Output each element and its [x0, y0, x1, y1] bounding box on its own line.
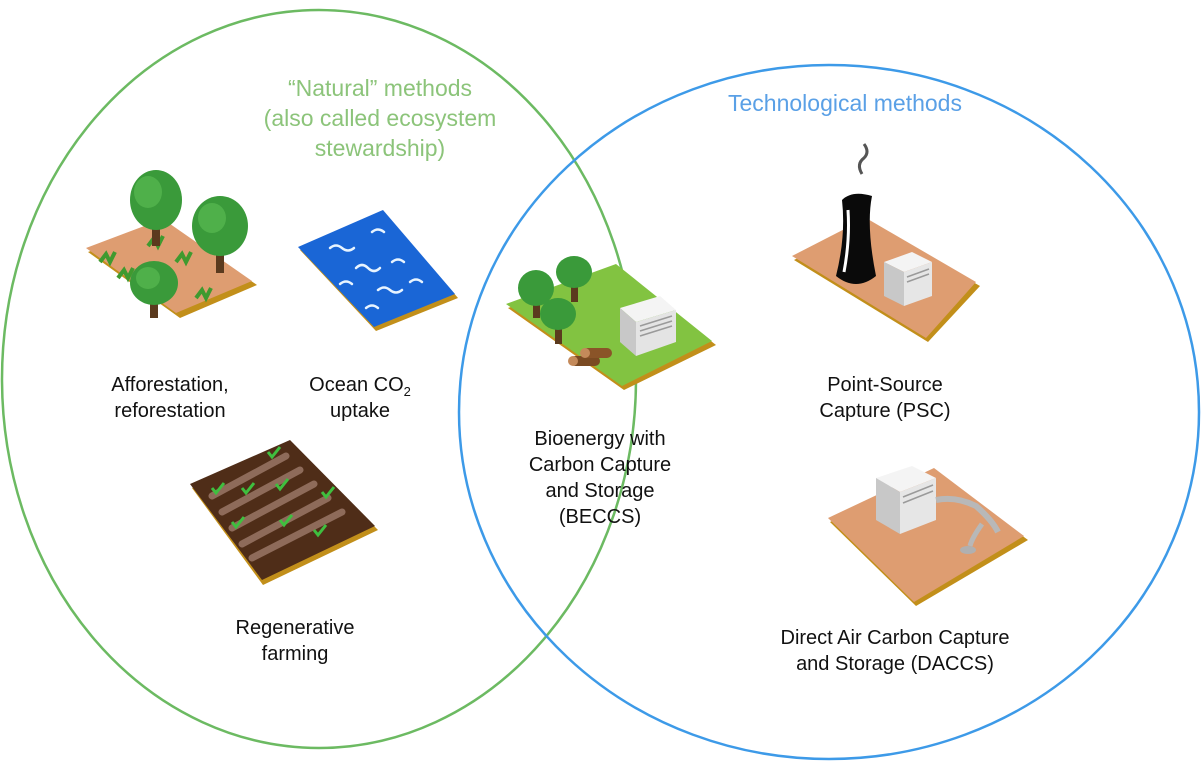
afforestation-line1: Afforestation, — [111, 374, 229, 396]
direct-air-capture-label: Direct Air Carbon Capture and Storage (D… — [745, 625, 1045, 677]
power-plant-tile-icon — [792, 143, 980, 342]
psc-line1: Point-Source — [827, 374, 943, 396]
ocean-tile-icon — [298, 210, 458, 331]
regenerative-line2: farming — [261, 643, 329, 665]
natural-heading-line2: (also called ecosystem — [263, 105, 497, 131]
ocean-line1-prefix: Ocean CO — [309, 374, 404, 396]
ocean-line2: uptake — [329, 400, 391, 422]
regenerative-farming-label: Regenerative farming — [200, 615, 390, 667]
regenerative-line1: Regenerative — [235, 617, 355, 639]
afforestation-line2: reforestation — [114, 400, 226, 422]
technological-methods-circle — [457, 63, 1201, 761]
afforestation-label: Afforestation, reforestation — [80, 372, 260, 424]
daccs-line2: and Storage (DACCS) — [796, 653, 994, 675]
natural-heading-line3: stewardship) — [314, 135, 446, 161]
direct-air-capture-tile-icon — [828, 466, 1028, 606]
psc-line2: Capture (PSC) — [819, 400, 951, 422]
ocean-uptake-label: Ocean CO2 uptake — [290, 372, 430, 424]
natural-heading-line1: “Natural” methods — [287, 75, 473, 101]
beccs-line4: (BECCS) — [558, 506, 642, 528]
beccs-line1: Bioenergy with — [534, 428, 666, 450]
beccs-line2: Carbon Capture — [528, 454, 672, 476]
beccs-line3: and Storage — [545, 480, 655, 502]
technological-methods-heading: Technological methods — [728, 90, 962, 116]
beccs-label: Bioenergy with Carbon Capture and Storag… — [505, 426, 695, 530]
daccs-line1: Direct Air Carbon Capture — [780, 627, 1010, 649]
farm-tile-icon — [190, 440, 378, 585]
ocean-line1-subscript: 2 — [403, 384, 411, 399]
point-source-capture-label: Point-Source Capture (PSC) — [790, 372, 980, 424]
natural-methods-heading: “Natural” methods (also called ecosystem… — [230, 73, 530, 163]
ocean-line1: Ocean CO2 — [290, 372, 430, 398]
forest-tile-icon — [86, 170, 257, 318]
bioenergy-tile-icon — [506, 256, 716, 390]
